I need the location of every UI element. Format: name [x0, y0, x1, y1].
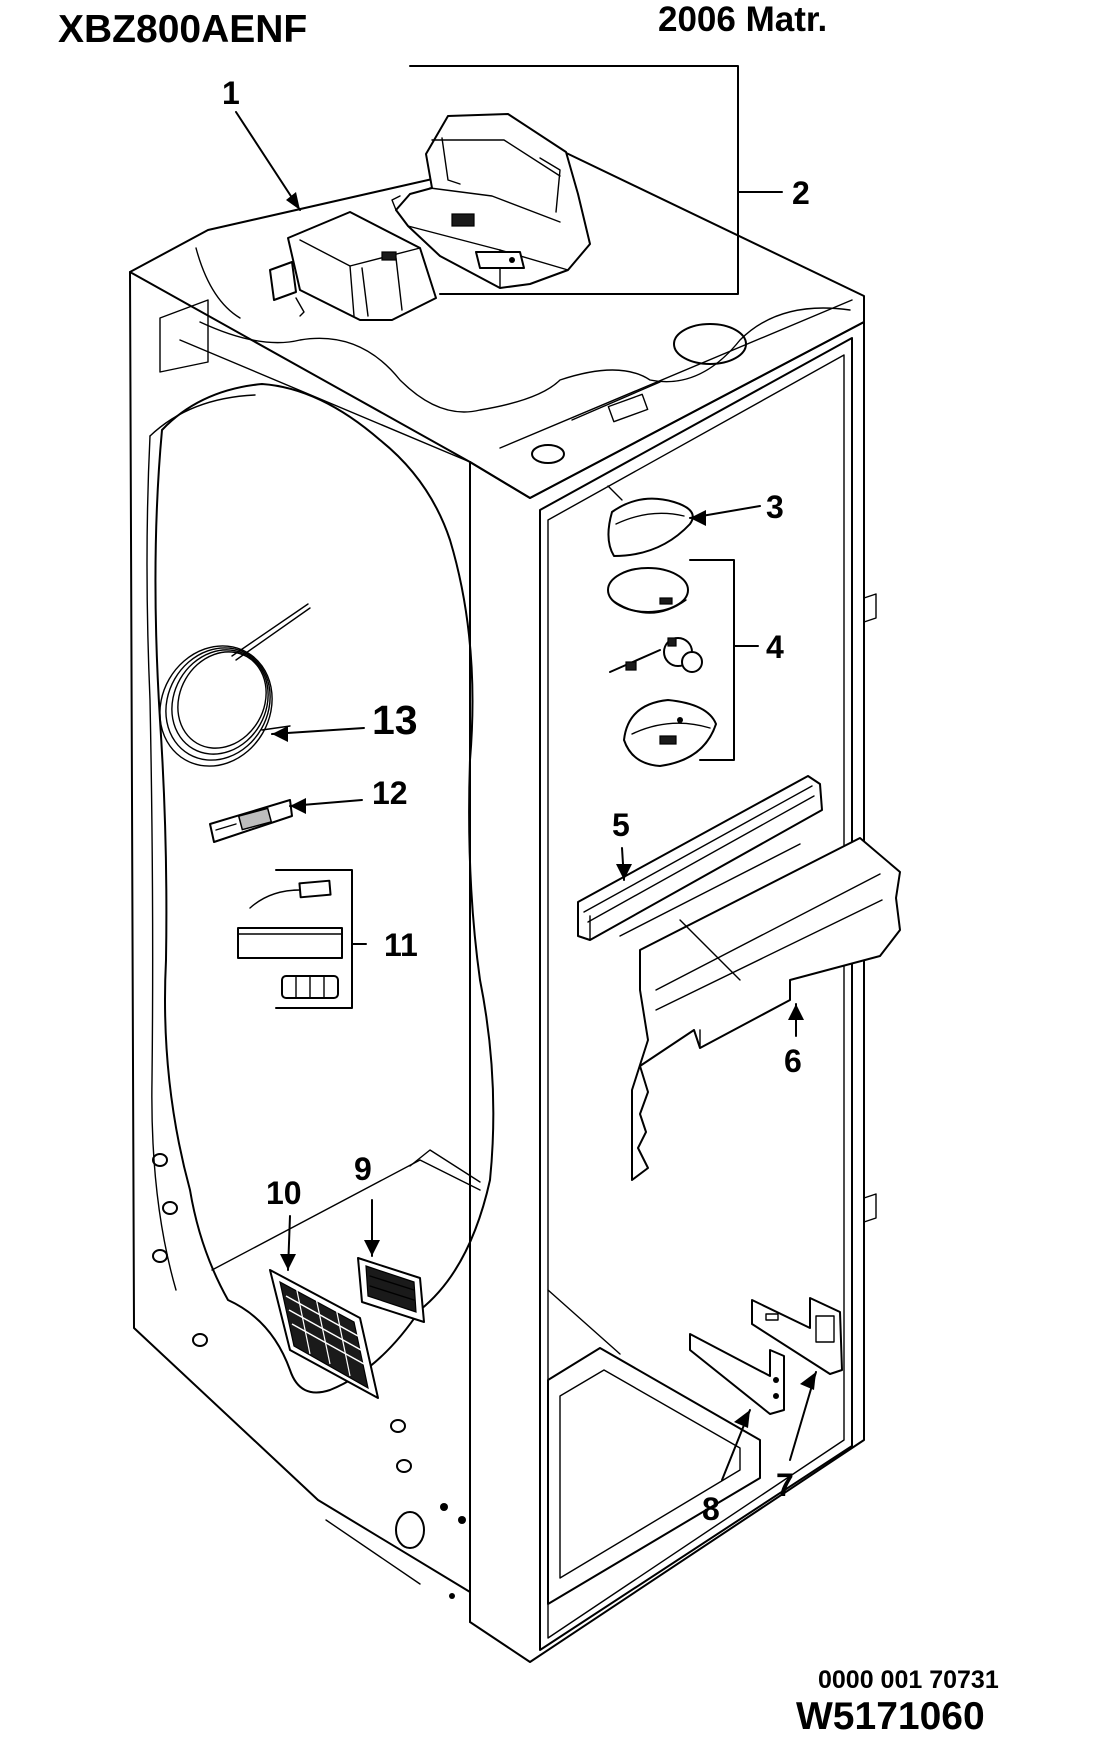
callout-labels: 1 2 3 4 5 6 7 8 9 10 11 12 13 — [222, 75, 810, 1527]
part-tube-coil — [159, 603, 311, 767]
callout-6: 6 — [784, 1043, 802, 1079]
part-shelf-rail — [577, 775, 823, 941]
part-control-housing — [269, 211, 437, 321]
callout-9: 9 — [354, 1151, 372, 1187]
model-code: XBZ800AENF — [58, 8, 308, 51]
part-sensor-kit — [237, 869, 367, 1009]
part-lamp-kit — [607, 567, 717, 767]
part-small-grille — [357, 1257, 425, 1323]
callout-7: 7 — [776, 1467, 794, 1503]
callout-3: 3 — [766, 489, 784, 525]
part-bracket-left — [689, 1333, 785, 1415]
leader-lines — [235, 65, 817, 1481]
callout-10: 10 — [266, 1175, 302, 1211]
callout-12: 12 — [372, 775, 408, 811]
callout-8: 8 — [702, 1491, 720, 1527]
callout-2: 2 — [792, 175, 810, 211]
document-number: 0000 001 70731 — [818, 1666, 999, 1694]
part-ice-maker — [391, 113, 591, 289]
callout-4: 4 — [766, 629, 784, 665]
part-sensor-clip — [209, 799, 293, 843]
callout-13: 13 — [372, 697, 418, 743]
part-large-grille — [269, 1269, 379, 1399]
production-year: 2006 Matr. — [658, 0, 828, 39]
callout-1: 1 — [222, 75, 240, 111]
document-id: W5171060 — [796, 1695, 985, 1738]
part-light-cover — [607, 485, 694, 557]
callout-11: 11 — [384, 927, 418, 963]
part-duct-cover — [619, 837, 901, 1181]
callout-5: 5 — [612, 807, 630, 843]
part-bracket-right — [751, 1297, 843, 1375]
